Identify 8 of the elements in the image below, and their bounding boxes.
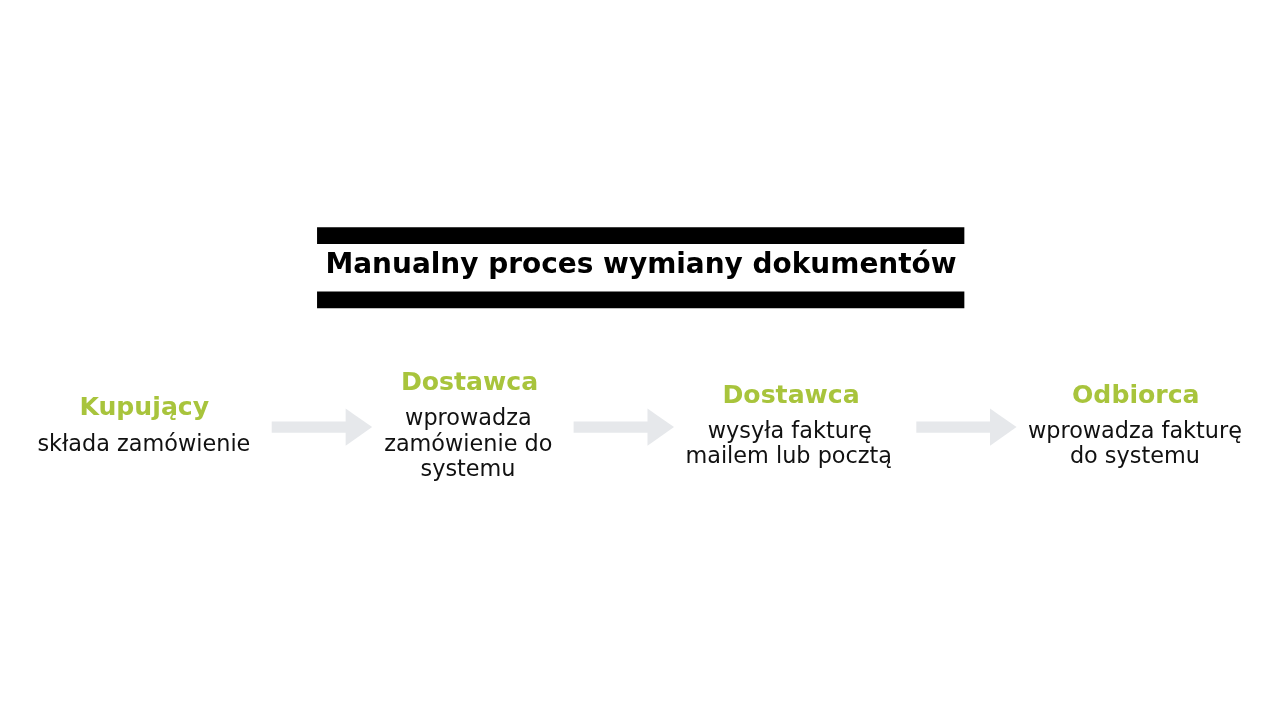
diagram-title: Manualny proces wymiany dokumentów: [325, 247, 957, 281]
arrow: [916, 408, 1017, 446]
node-text: Dostawca wysyła fakturę mailem lub pocztą: [685, 379, 893, 469]
node-text: Dostawca wprowadza zamówienie do systemu: [384, 366, 553, 481]
node-text: Kupujący składa zamówienie: [37, 392, 251, 456]
arrow: [573, 408, 674, 446]
arrow: [271, 408, 373, 446]
node-text: Odbiorca wprowadza fakturę do systemu: [1027, 379, 1242, 469]
